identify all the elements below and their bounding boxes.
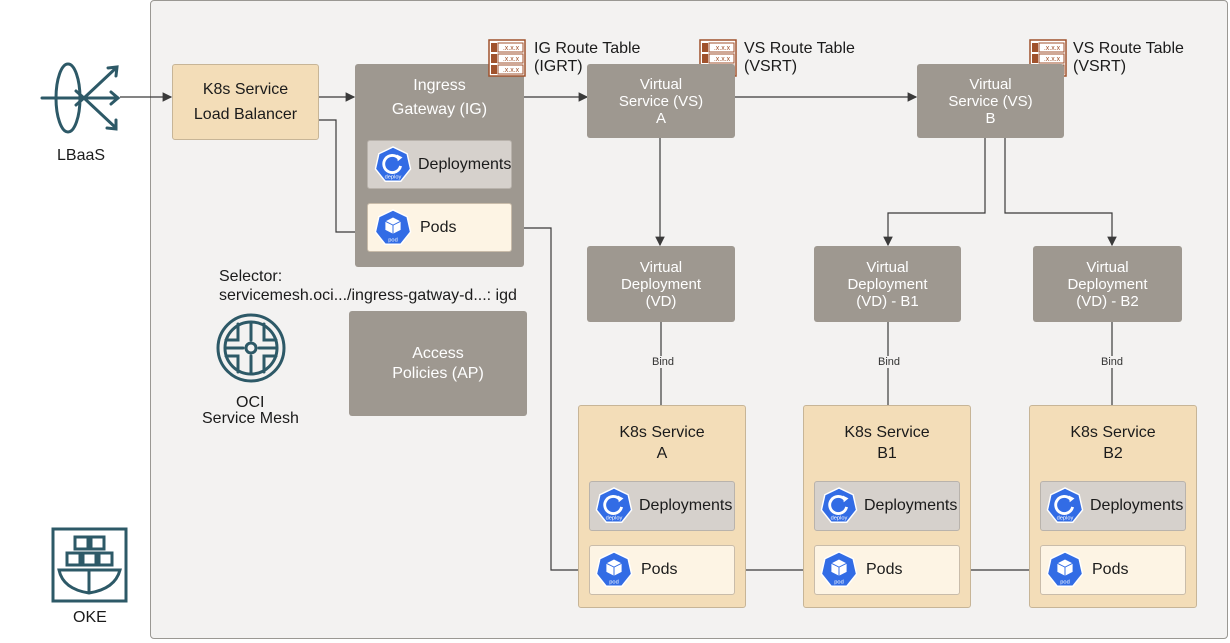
ingress-pods[interactable]: pod Pods	[367, 203, 512, 252]
k8s-b1-deployments[interactable]: deploy Deployments	[814, 481, 960, 531]
vd-a-line1: Virtual	[639, 258, 683, 276]
virtual-service-b[interactable]: Virtual Service (VS) B	[917, 64, 1064, 138]
svg-text:deploy: deploy	[606, 515, 623, 521]
pod-icon: pod	[374, 208, 412, 245]
k8s-b2-deployments[interactable]: deploy Deployments	[1040, 481, 1186, 531]
mesh-label-2: Service Mesh	[202, 410, 299, 427]
vd-b2-line3: (VD) - B2	[1076, 292, 1139, 310]
ig-route-table: .x.x.x .x.x.x .x.x.x	[488, 39, 526, 82]
arrow-vsb-to-vdb2	[1004, 138, 1117, 247]
vs-route-table-a-line2: (VSRT)	[744, 58, 798, 75]
k8s-a-pods[interactable]: pod Pods	[589, 545, 735, 595]
vs-b-line2: Service (VS)	[948, 92, 1033, 110]
ap-line2: Policies (AP)	[392, 364, 484, 382]
oke-icon	[51, 527, 128, 603]
k8s-service-load-balancer[interactable]: K8s Service Load Balancer	[172, 64, 319, 140]
svg-text:.x.x.x: .x.x.x	[503, 67, 520, 74]
svg-text:pod: pod	[834, 579, 844, 585]
svg-text:.x.x.x: .x.x.x	[714, 45, 731, 52]
selector-line2: servicemesh.oci.../ingress-gatway-d...: …	[219, 287, 517, 304]
svg-text:pod: pod	[609, 579, 619, 585]
vd-b1-line2: Deployment	[847, 275, 928, 293]
selector-line1: Selector:	[219, 268, 283, 285]
oke-label: OKE	[73, 609, 107, 626]
vd-b1-line1: Virtual	[866, 258, 909, 276]
arrow-vsb-to-vdb1	[883, 138, 986, 247]
virtual-deployment-a[interactable]: Virtual Deployment (VD)	[587, 246, 735, 322]
ingress-pods-label: Pods	[420, 218, 457, 236]
svg-text:.x.x.x: .x.x.x	[503, 45, 520, 52]
k8s-lb-line2: Load Balancer	[193, 106, 298, 123]
deploy-icon: deploy	[1046, 487, 1084, 523]
svg-text:.x.x.x: .x.x.x	[1044, 45, 1061, 52]
vd-b2-line1: Virtual	[1086, 258, 1129, 276]
lbaas-label: LBaaS	[57, 147, 106, 164]
vs-route-table-b-line1: VS Route Table	[1073, 40, 1184, 57]
ingress-line1: Ingress	[413, 77, 466, 94]
vd-b2-line2: Deployment	[1067, 275, 1148, 293]
vd-a-line2: Deployment	[620, 275, 702, 293]
vs-route-table-b-line2: (VSRT)	[1073, 58, 1127, 75]
bind-label-a: Bind	[650, 356, 677, 368]
lbaas-icon	[40, 62, 121, 134]
vd-a-line3: (VD)	[645, 292, 677, 310]
svg-text:pod: pod	[388, 237, 398, 243]
svg-text:pod: pod	[1060, 579, 1070, 585]
k8s-b1-pods[interactable]: pod Pods	[814, 545, 960, 595]
k8s-a-line1: K8s Service	[619, 424, 705, 441]
svg-text:deploy: deploy	[385, 174, 402, 180]
svg-text:.x.x.x: .x.x.x	[1044, 56, 1061, 63]
vs-b-line3: B	[985, 109, 996, 127]
ingress-deployments[interactable]: deploy Deployments	[367, 140, 512, 189]
virtual-deployment-b1[interactable]: Virtual Deployment (VD) - B1	[814, 246, 961, 322]
svg-text:.x.x.x: .x.x.x	[714, 56, 731, 63]
svg-text:deploy: deploy	[831, 515, 848, 521]
bind-label-b1: Bind	[876, 356, 903, 368]
k8s-a-pods-label: Pods	[641, 561, 678, 578]
k8s-b1-deployments-label: Deployments	[864, 497, 958, 514]
k8s-b1-line1: K8s Service	[844, 424, 930, 441]
mesh-label-1: OCI	[236, 394, 265, 411]
bind-label-b2: Bind	[1099, 356, 1126, 368]
vs-a-line1: Virtual	[639, 75, 683, 93]
svg-text:deploy: deploy	[1057, 515, 1074, 521]
k8s-b1-pods-label: Pods	[866, 561, 903, 578]
svg-text:.x.x.x: .x.x.x	[503, 56, 520, 63]
deploy-icon: deploy	[374, 145, 412, 182]
table-icon: .x.x.x .x.x.x .x.x.x	[488, 39, 526, 77]
vs-a-line3: A	[655, 109, 666, 127]
k8s-a-deployments[interactable]: deploy Deployments	[589, 481, 735, 531]
k8s-lb-line1: K8s Service	[202, 81, 289, 98]
pod-icon: pod	[1046, 551, 1084, 587]
vd-b1-line3: (VD) - B1	[856, 292, 919, 310]
k8s-a-deployments-label: Deployments	[639, 497, 733, 514]
pod-icon: pod	[595, 551, 633, 587]
deploy-icon: deploy	[820, 487, 858, 523]
vs-b-line1: Virtual	[969, 75, 1012, 93]
k8s-b2-line2: B2	[1103, 445, 1123, 462]
ingress-line2: Gateway (IG)	[391, 101, 488, 118]
vs-route-table-a-line1: VS Route Table	[744, 40, 855, 57]
service-mesh-icon	[216, 313, 286, 383]
ig-route-table-line2: (IGRT)	[534, 58, 583, 75]
virtual-deployment-b2[interactable]: Virtual Deployment (VD) - B2	[1033, 246, 1182, 322]
k8s-b2-deployments-label: Deployments	[1090, 497, 1184, 514]
line-ig-pods-to-pods-a	[511, 227, 588, 571]
k8s-a-line2: A	[656, 445, 668, 462]
line-lb-to-ig-pods	[319, 119, 367, 233]
k8s-b2-line1: K8s Service	[1070, 424, 1156, 441]
ap-line1: Access	[412, 344, 464, 362]
deploy-icon: deploy	[595, 487, 633, 523]
k8s-b2-pods-label: Pods	[1092, 561, 1129, 578]
ingress-deployments-label: Deployments	[418, 155, 512, 173]
pod-icon: pod	[820, 551, 858, 587]
k8s-b2-pods[interactable]: pod Pods	[1040, 545, 1186, 595]
k8s-b1-line2: B1	[877, 445, 897, 462]
ig-route-table-line1: IG Route Table	[534, 40, 641, 57]
access-policies[interactable]: Access Policies (AP)	[349, 311, 527, 416]
vs-a-line2: Service (VS)	[618, 92, 704, 110]
virtual-service-a[interactable]: Virtual Service (VS) A	[587, 64, 735, 138]
